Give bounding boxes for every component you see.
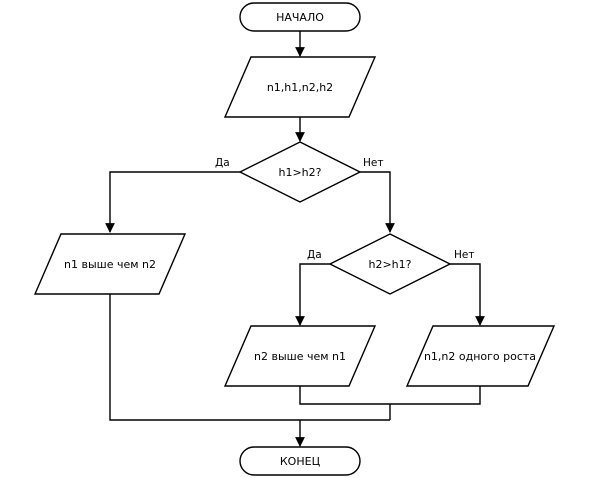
decision1-label: h1>h2? [279, 166, 322, 179]
connector-output1-merge [109, 294, 390, 421]
output1-label: n1 выше чем n2 [64, 258, 156, 271]
decision2-label: h2>h1? [369, 258, 412, 271]
decision1-diamond: h1>h2? [238, 141, 362, 203]
start-terminator: НАЧАЛО [239, 2, 361, 32]
output3-label: n1,n2 одного роста [424, 350, 536, 363]
output1-block: n1 выше чем n2 [33, 233, 187, 295]
decision1-yes-label: Да [215, 157, 230, 169]
output2-label: n2 выше чем n1 [254, 350, 346, 363]
decision2-yes-label: Да [307, 249, 322, 261]
end-terminator: КОНЕЦ [239, 446, 361, 476]
connectors [105, 31, 485, 447]
decision2-diamond: h2>h1? [328, 233, 452, 295]
input-label: n1,h1,n2,h2 [267, 81, 333, 94]
output3-block: n1,n2 одного роста [405, 325, 556, 387]
output2-block: n2 выше чем n1 [223, 325, 377, 387]
end-label: КОНЕЦ [280, 455, 321, 468]
start-label: НАЧАЛО [276, 11, 324, 24]
decision1-no-label: Нет [363, 157, 383, 169]
connector-output2-output3-merge [299, 386, 481, 405]
connector-decision2-yes [295, 263, 330, 326]
connector-decision1-yes [105, 171, 240, 233]
connector-decision1-no [360, 171, 395, 233]
input-block: n1,h1,n2,h2 [223, 56, 377, 118]
connector-decision2-no [450, 263, 485, 326]
decision2-no-label: Нет [454, 249, 474, 261]
